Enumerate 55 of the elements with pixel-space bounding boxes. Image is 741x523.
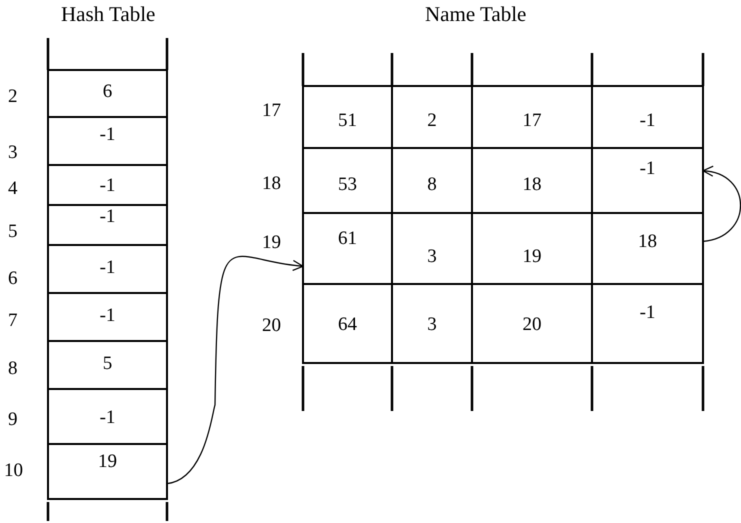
table-cell — [302, 283, 393, 364]
cell-value: 61 — [337, 228, 358, 250]
cell-value: 17 — [522, 110, 542, 132]
row-index: 20 — [262, 315, 281, 337]
cell-value: -1 — [98, 406, 116, 428]
cell-value: 2 — [426, 110, 438, 132]
cell-value: 5 — [102, 352, 114, 375]
row-index: 19 — [262, 232, 281, 254]
row-index: 8 — [8, 358, 18, 380]
cell-value: -1 — [98, 256, 116, 279]
row-index: 10 — [4, 460, 23, 482]
cell-value: 19 — [97, 450, 118, 472]
cell-value: -1 — [98, 124, 116, 146]
row-index: 6 — [8, 268, 18, 290]
cell-value: 6 — [102, 81, 114, 104]
cell-value: -1 — [98, 304, 116, 327]
row-index: 5 — [8, 221, 18, 243]
cell-value: 3 — [426, 246, 438, 268]
table-cell — [591, 85, 704, 149]
table-title: Name Table — [425, 2, 526, 26]
row-index: 17 — [262, 100, 281, 122]
table-cell — [47, 116, 168, 166]
table-cell — [591, 283, 704, 364]
cell-value: 18 — [637, 231, 658, 254]
row-index: 7 — [8, 310, 18, 332]
arrow — [166, 256, 304, 484]
cell-value: 3 — [426, 314, 438, 336]
cell-value: 53 — [337, 174, 358, 196]
cell-value: 18 — [522, 174, 542, 196]
table-cell — [47, 292, 168, 342]
row-index: 3 — [8, 142, 18, 164]
table-cell — [302, 85, 393, 149]
table-cell — [47, 244, 168, 294]
table-title: Hash Table — [61, 2, 156, 26]
table-cell — [47, 388, 168, 445]
row-index: 2 — [8, 86, 18, 108]
arrow — [702, 166, 741, 242]
cell-value: -1 — [638, 302, 656, 324]
cell-value: 20 — [522, 314, 542, 336]
table-cell — [47, 340, 168, 390]
cell-value: -1 — [98, 206, 116, 228]
cell-value: 19 — [522, 246, 542, 268]
cell-value: -1 — [638, 158, 656, 180]
cell-value: 51 — [337, 110, 358, 132]
table-cell — [47, 69, 168, 118]
cell-value: -1 — [98, 175, 116, 197]
cell-value: 64 — [337, 314, 358, 336]
row-index: 18 — [262, 173, 281, 195]
table-cell — [47, 204, 168, 246]
row-index: 9 — [8, 409, 18, 431]
cell-value: 8 — [426, 174, 438, 196]
row-index: 4 — [8, 178, 18, 200]
cell-value: -1 — [638, 110, 656, 132]
table-cell — [47, 443, 168, 500]
table-cell — [47, 164, 168, 206]
